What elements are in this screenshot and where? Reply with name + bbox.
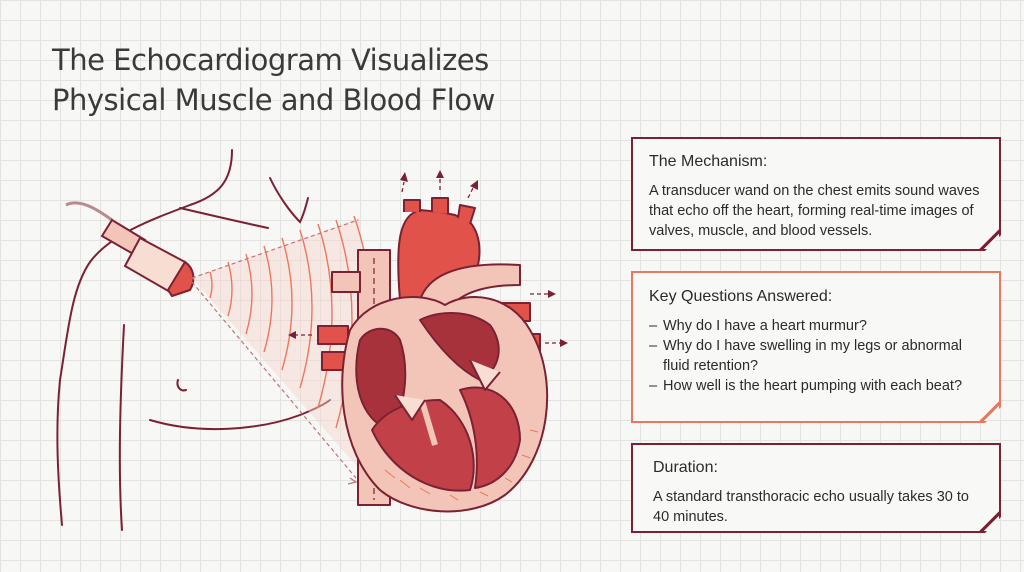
page-title: The Echocardiogram Visualizes Physical M… [52, 40, 495, 120]
mechanism-card: The Mechanism: A transducer wand on the … [631, 137, 1001, 251]
heart-anatomy [288, 170, 568, 513]
key-questions-heading: Key Questions Answered: [649, 288, 833, 305]
echocardiogram-illustration [56, 149, 568, 531]
title-line-2: Physical Muscle and Blood Flow [52, 83, 495, 117]
list-item: Why do I have swelling in my legs or abn… [649, 336, 983, 376]
key-questions-list: Why do I have a heart murmur? Why do I h… [649, 316, 983, 396]
title-line-1: The Echocardiogram Visualizes [52, 43, 489, 77]
patient-body-outline [56, 149, 331, 531]
duration-text: A standard transthoracic echo usually ta… [653, 489, 969, 525]
list-item: Why do I have a heart murmur? [649, 316, 983, 336]
mechanism-heading: The Mechanism: [649, 153, 768, 170]
transducer-probe [65, 201, 195, 298]
mechanism-text: A transducer wand on the chest emits sou… [649, 183, 980, 239]
duration-card: Duration: A standard transthoracic echo … [631, 443, 1001, 533]
key-questions-card: Key Questions Answered: Why do I have a … [631, 271, 1001, 423]
list-item: How well is the heart pumping with each … [649, 376, 983, 396]
duration-heading: Duration: [653, 459, 718, 476]
